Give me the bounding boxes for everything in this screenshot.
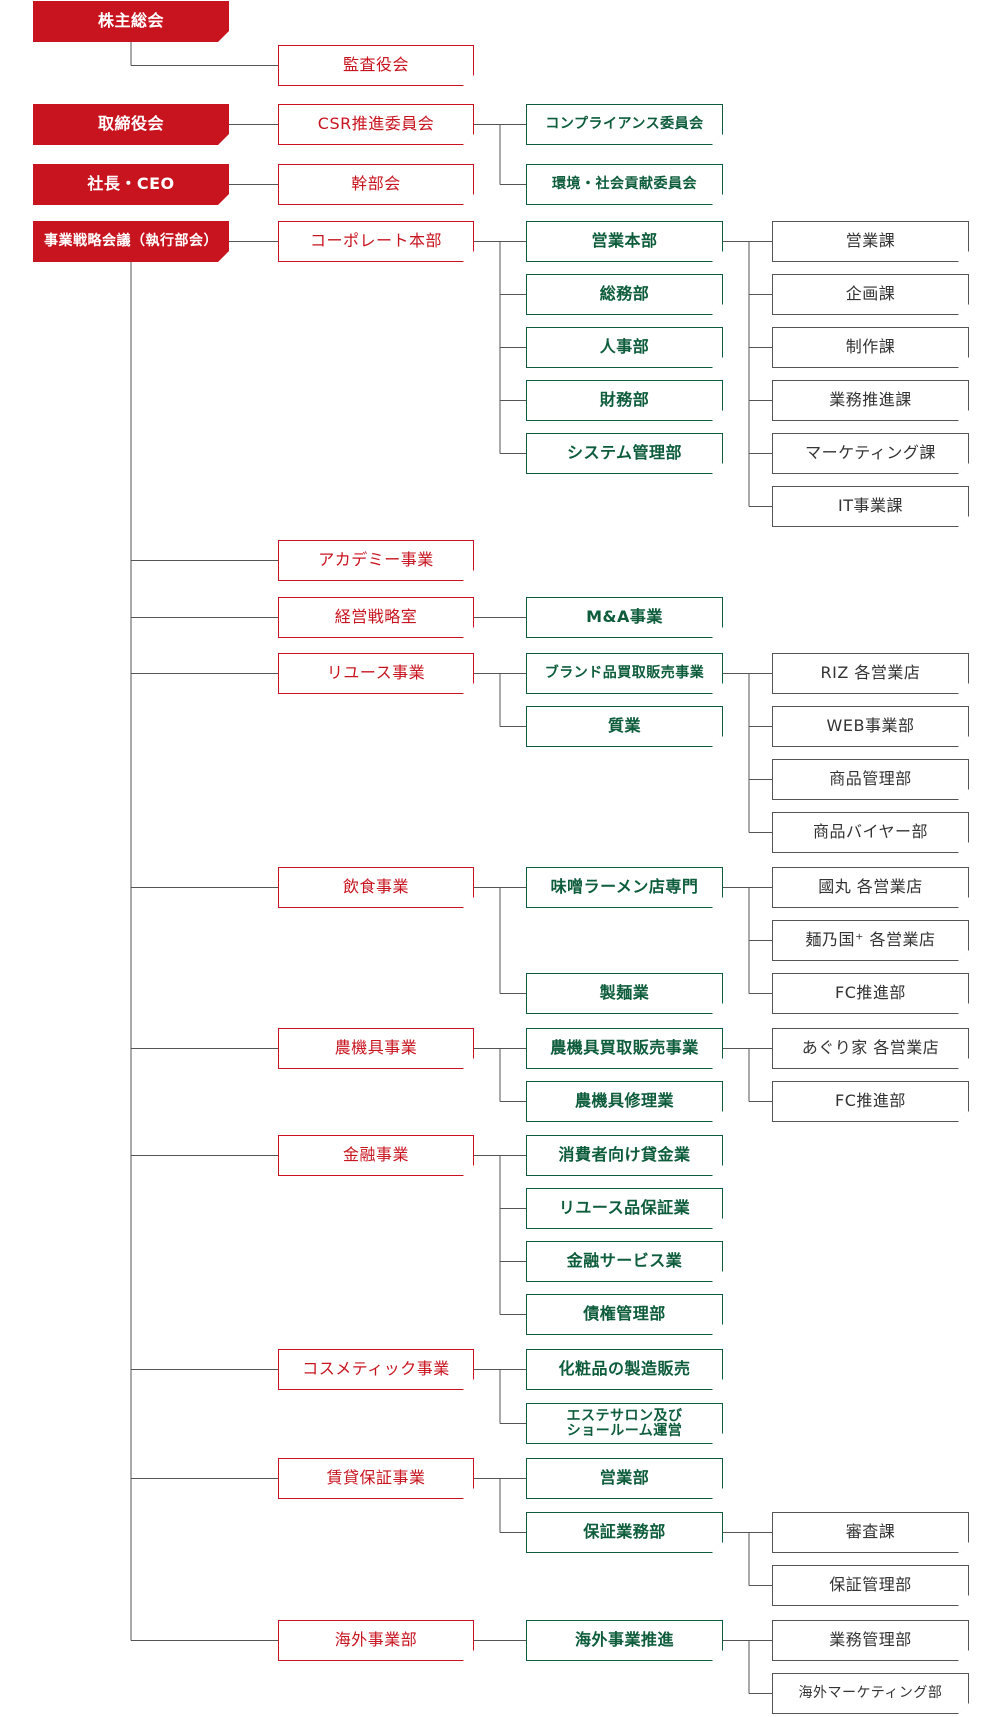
org-node-marketing-sec: マーケティング課 [772,433,969,474]
org-node-business-promo-sec: 業務推進課 [772,380,969,421]
org-node-it-sec: IT事業課 [772,486,969,527]
org-node-compliance: コンプライアンス委員会 [526,104,723,145]
org-node-reuse-guarantee: リユース品保証業 [526,1188,723,1229]
org-node-fc1: FC推進部 [772,973,969,1014]
org-node-rent-guarantee: 賃貸保証事業 [278,1458,474,1499]
org-node-system: システム管理部 [526,433,723,474]
org-node-cosmetics: コスメティック事業 [278,1349,474,1390]
org-node-aguriya: あぐり家 各営業店 [772,1028,969,1069]
org-node-hr: 人事部 [526,327,723,368]
org-node-strategy-meeting: 事業戦略会議（執行部会） [33,221,229,262]
org-node-audit: 監査役会 [278,45,474,86]
org-node-kokumaru: 國丸 各営業店 [772,867,969,908]
org-node-fin-service: 金融サービス業 [526,1241,723,1282]
org-node-production-sec: 制作課 [772,327,969,368]
org-node-review-sec: 審査課 [772,1512,969,1553]
org-node-esthe: エステサロン及び ショールーム運営 [526,1403,723,1444]
org-node-ma: M&A事業 [526,597,723,638]
org-node-rg-ops: 保証業務部 [526,1512,723,1553]
org-node-agri: 農機具事業 [278,1028,474,1069]
org-node-ops-mgmt: 業務管理部 [772,1620,969,1661]
org-node-cosme-mfg: 化粧品の製造販売 [526,1349,723,1390]
org-node-executives: 幹部会 [278,164,474,205]
org-node-agri-trade: 農機具買取販売事業 [526,1028,723,1069]
org-node-shareholders: 株主総会 [33,1,229,42]
org-node-mennokuni: 麺乃国⁺ 各営業店 [772,920,969,961]
org-node-reuse: リユース事業 [278,653,474,694]
org-node-riz: RIZ 各営業店 [772,653,969,694]
org-node-debt-mgmt: 債権管理部 [526,1294,723,1335]
org-node-miso-ramen: 味噌ラーメン店専門 [526,867,723,908]
org-node-web: WEB事業部 [772,706,969,747]
org-node-board: 取締役会 [33,104,229,145]
org-node-sales-hq: 営業本部 [526,221,723,262]
org-node-fc2: FC推進部 [772,1081,969,1122]
org-node-environment: 環境・社会貢献委員会 [526,164,723,205]
org-node-planning-sec: 企画課 [772,274,969,315]
org-node-buyer: 商品バイヤー部 [772,812,969,853]
org-node-general-affairs: 総務部 [526,274,723,315]
org-node-academy: アカデミー事業 [278,540,474,581]
org-node-pawn: 質業 [526,706,723,747]
org-node-goods-mgmt: 商品管理部 [772,759,969,800]
org-node-consumer-loan: 消費者向け貸金業 [526,1135,723,1176]
org-node-agri-repair: 農機具修理業 [526,1081,723,1122]
org-node-fin-biz: 金融事業 [278,1135,474,1176]
org-node-brand-trade: ブランド品買取販売事業 [526,653,723,694]
org-node-mgmt-strategy: 経営戦略室 [278,597,474,638]
org-node-ceo: 社長・CEO [33,164,229,205]
org-node-rg-sales: 営業部 [526,1458,723,1499]
org-node-food: 飲食事業 [278,867,474,908]
org-node-overseas: 海外事業部 [278,1620,474,1661]
org-node-csr: CSR推進委員会 [278,104,474,145]
org-node-noodle-making: 製麺業 [526,973,723,1014]
org-node-sales-sec: 営業課 [772,221,969,262]
org-node-guarantee-mgmt: 保証管理部 [772,1565,969,1606]
org-node-overseas-promo: 海外事業推進 [526,1620,723,1661]
org-node-finance: 財務部 [526,380,723,421]
org-node-overseas-marketing: 海外マーケティング部 [772,1673,969,1714]
org-node-corporate: コーポレート本部 [278,221,474,262]
